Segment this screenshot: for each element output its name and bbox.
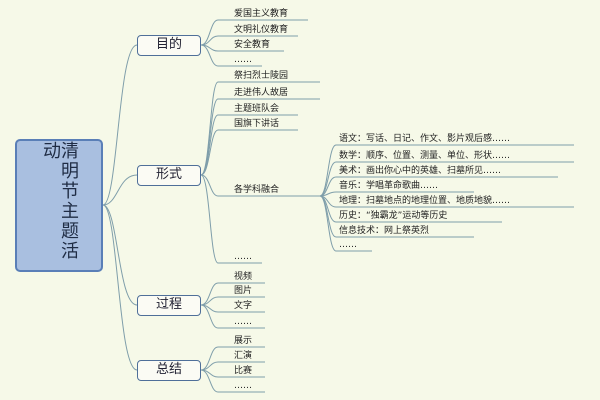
leaf-subject-art[interactable]: 美术：画出你心中的英雄、扫墓所见…… [339, 166, 502, 176]
leaf-subject-math[interactable]: 数学：顺序、位置、测量、单位、形状…… [339, 151, 511, 161]
leaf-process-text[interactable]: 文字 [234, 301, 253, 311]
leaf-process-more[interactable]: …… [234, 317, 252, 327]
connector-subject-4 [319, 191, 474, 197]
leaf-form-flag-speech[interactable]: 国旗下讲话 [234, 119, 280, 129]
leaf-purpose-safety[interactable]: 安全教育 [234, 40, 271, 50]
connector-subject-8 [319, 195, 372, 252]
connector-summary-2 [200, 361, 265, 371]
connector-root-form [102, 174, 138, 206]
connector-summary-3 [200, 369, 265, 378]
branch-form[interactable]: 形式 [137, 165, 201, 186]
leaf-process-video[interactable]: 视频 [234, 272, 253, 282]
leaf-form-more[interactable]: …… [234, 252, 252, 262]
leaf-subject-chinese[interactable]: 语文：写话、日记、作文、影片观后感…… [339, 134, 511, 144]
branch-summary[interactable]: 总结 [137, 360, 201, 381]
connector-purpose-1 [200, 19, 308, 46]
leaf-summary-performance[interactable]: 汇演 [234, 351, 253, 361]
leaf-form-cemetery[interactable]: 祭扫烈士陵园 [234, 71, 289, 81]
leaf-summary-more[interactable]: …… [234, 381, 252, 391]
connector-root-process [102, 204, 138, 306]
branch-purpose[interactable]: 目的 [137, 35, 201, 56]
leaf-summary-display[interactable]: 展示 [234, 336, 253, 346]
leaf-form-subject-integration[interactable]: 各学科融合 [234, 185, 280, 195]
leaf-process-image[interactable]: 图片 [234, 286, 253, 296]
connector-form-6 [200, 174, 262, 264]
connector-form-5 [200, 174, 320, 197]
connector-summary-4 [200, 369, 265, 393]
leaf-subject-it[interactable]: 信息技术：网上祭英烈 [339, 226, 430, 236]
connector-root-summary [102, 204, 138, 371]
connector-subject-3 [319, 176, 558, 197]
connector-purpose-2 [200, 35, 298, 46]
connector-summary-1 [200, 346, 265, 371]
root-title: 清明节主题活动 [40, 141, 79, 261]
connector-form-4 [200, 129, 298, 176]
leaf-purpose-etiquette[interactable]: 文明礼仪教育 [234, 25, 289, 35]
root-node[interactable]: 清明节主题活动 [15, 139, 103, 272]
leaf-form-former-residence[interactable]: 走进伟人故居 [234, 88, 289, 98]
leaf-purpose-patriotic[interactable]: 爱国主义教育 [234, 9, 289, 19]
leaf-form-class-meeting[interactable]: 主题班队会 [234, 104, 280, 114]
connector-process-2 [200, 296, 265, 306]
branch-process[interactable]: 过程 [137, 295, 201, 316]
leaf-subject-history[interactable]: 历史：“独霸龙”运动等历史 [339, 211, 448, 221]
connector-root-purpose [102, 44, 138, 206]
connector-purpose-4 [200, 44, 262, 67]
leaf-subject-more[interactable]: …… [339, 240, 357, 250]
leaf-purpose-more[interactable]: …… [234, 55, 252, 65]
leaf-subject-music[interactable]: 音乐：学唱革命歌曲…… [339, 181, 439, 191]
leaf-subject-geography[interactable]: 地理：扫墓地点的地理位置、地质地貌…… [339, 196, 511, 206]
connector-process-1 [200, 282, 265, 306]
leaf-summary-competition[interactable]: 比赛 [234, 366, 253, 376]
connector-process-3 [200, 304, 265, 313]
connector-process-4 [200, 304, 265, 329]
